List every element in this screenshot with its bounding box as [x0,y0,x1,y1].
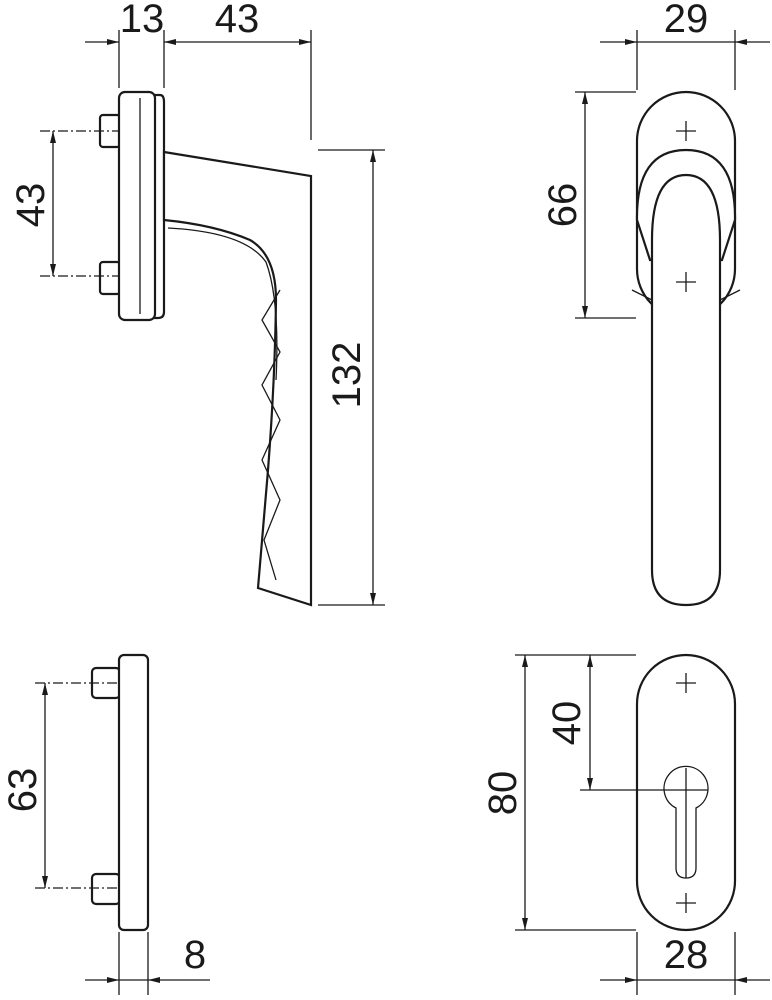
plate-side-view: 63 8 [1,653,210,995]
dim-rosette-depth: 13 [120,0,165,41]
dim-rosette-width: 29 [664,0,709,41]
plate-front-view: 40 80 28 [481,653,770,995]
handle-front-view: 29 66 [541,0,770,607]
handle-side-view: 13 43 43 132 [9,0,385,607]
dim-plate-width: 28 [664,933,709,977]
dim-projection: 43 [215,0,260,41]
dim-cylinder-offset: 40 [545,701,589,746]
dim-pin-spacing-side: 43 [9,183,53,228]
dim-handle-length: 132 [325,342,369,409]
dim-plate-thickness: 8 [184,933,206,977]
dim-rosette-height: 66 [541,183,585,228]
dim-plate-height: 80 [481,771,525,816]
dim-plate-pin-spacing: 63 [1,768,45,813]
